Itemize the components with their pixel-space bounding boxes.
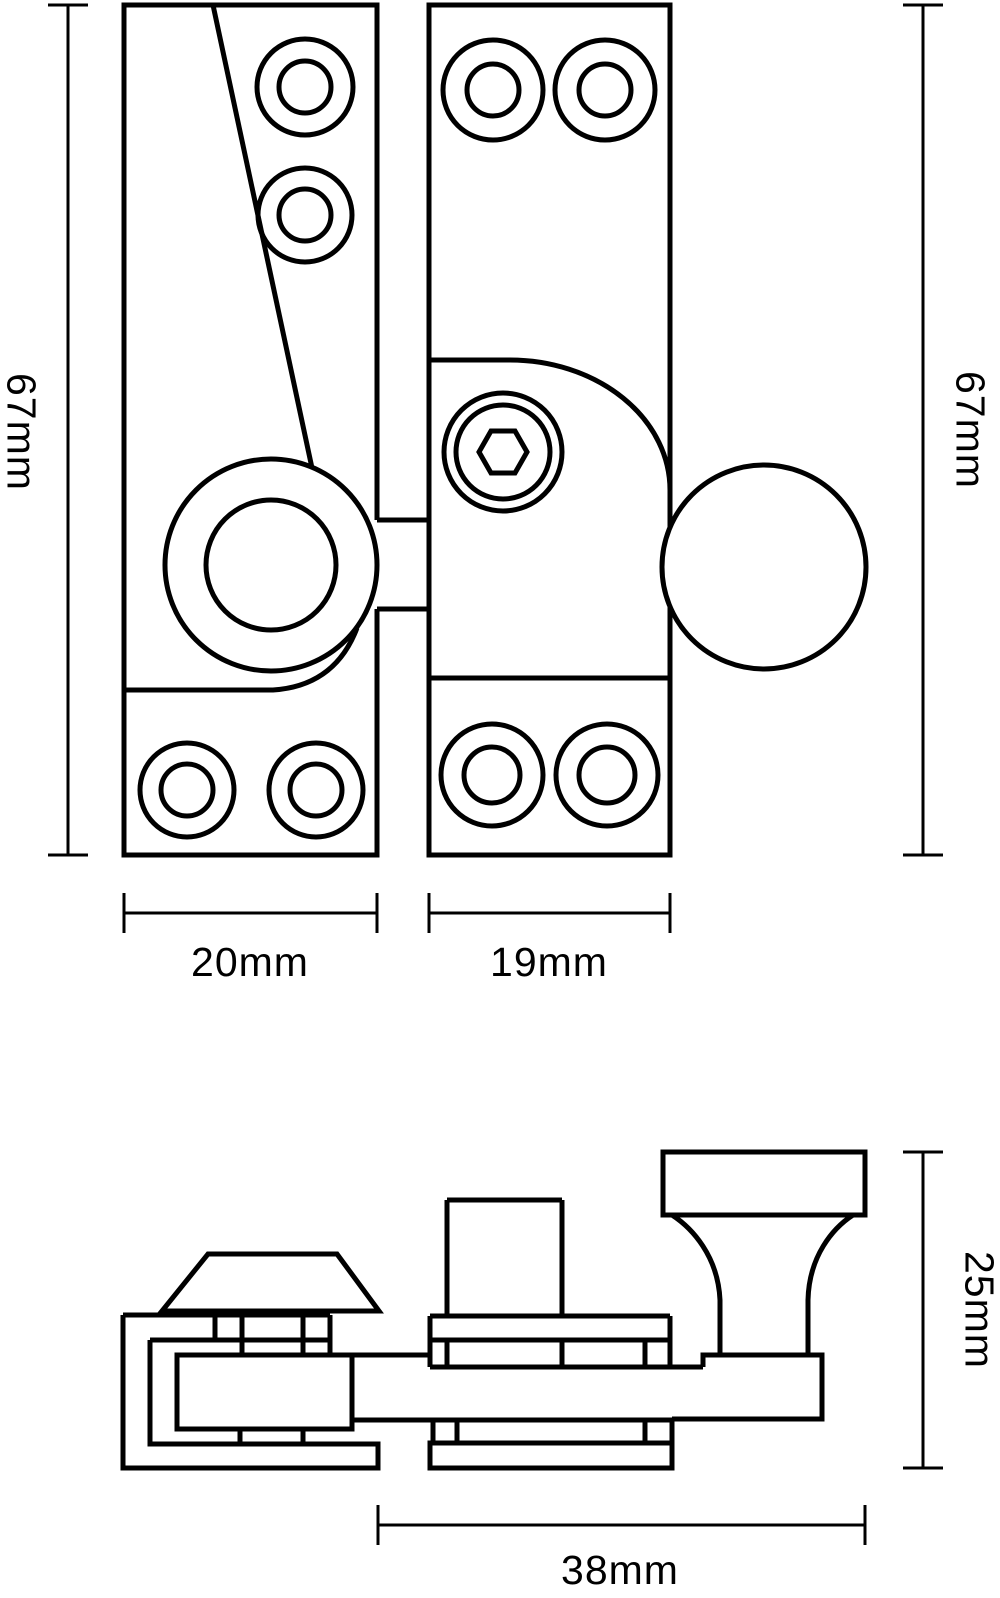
dim-label-latch-width: 19mm xyxy=(490,938,608,985)
latch-post-section xyxy=(444,1197,565,1316)
knob-stem-right-edge xyxy=(805,1212,855,1355)
dim-label-side-height: 25mm xyxy=(956,1251,1000,1369)
latch-screw-hole-top-right-outer xyxy=(552,37,658,143)
dim-side-length-line xyxy=(376,1505,867,1545)
latch-underside-washer-lines xyxy=(430,1420,675,1443)
keep-screw-hole-upper-inner xyxy=(276,186,334,244)
latch-arm-bar xyxy=(352,1352,703,1423)
keep-plate-layer-lines xyxy=(150,1315,333,1355)
hex-screw-outer-circle xyxy=(441,390,565,514)
dim-label-latch-height: 67mm xyxy=(947,371,994,489)
keep-screw-hole-bottom-left-inner xyxy=(158,761,216,819)
dim-keep-height-line xyxy=(48,3,88,857)
latch-screw-hole-top-left-inner xyxy=(464,61,522,119)
side-view-dimension-lines xyxy=(376,1150,943,1545)
keep-screw-hole-bottom-right-inner xyxy=(287,761,345,819)
latch-plate-body-corner-arc xyxy=(429,357,673,491)
pivot-lower-collar xyxy=(237,1429,306,1444)
countersunk-screw-head xyxy=(156,1251,384,1314)
keep-bracket-outline xyxy=(120,1315,381,1471)
latch-plate-layers xyxy=(427,1313,673,1367)
latch-screw-hole-top-right-inner xyxy=(576,61,634,119)
side-elevation-view xyxy=(120,1149,868,1471)
keep-plate-arm-profile xyxy=(124,627,360,693)
keep-screw-hole-upper-outer xyxy=(255,165,355,265)
dim-latch-width-line xyxy=(427,893,672,933)
dim-side-height-line xyxy=(903,1150,943,1470)
latch-plate-outline xyxy=(426,2,673,858)
knob-circle xyxy=(659,462,869,672)
keep-bottom-plate-section xyxy=(427,1440,675,1471)
dim-label-keep-height: 67mm xyxy=(0,373,45,491)
latch-tongue-lines xyxy=(377,517,429,612)
knob-stem-left-edge xyxy=(670,1212,723,1355)
hex-socket-icon xyxy=(476,428,530,476)
keep-screw-hole-top-inner xyxy=(276,58,334,116)
keep-plate-outline xyxy=(121,2,380,858)
pivot-roller-section xyxy=(174,1352,355,1432)
screw-neck-lines xyxy=(239,1311,306,1355)
top-view-keep-plate xyxy=(121,2,429,858)
keep-screw-hole-top-outer xyxy=(254,36,356,138)
latch-screw-hole-top-left-outer xyxy=(440,37,546,143)
dim-label-side-length: 38mm xyxy=(561,1546,679,1593)
pivot-cam-inner-circle xyxy=(203,497,339,633)
hex-screw-head-circle xyxy=(453,402,553,502)
knob-base-block xyxy=(672,1352,825,1422)
latch-screw-hole-bottom-left-outer xyxy=(438,721,546,829)
knob-cap-section xyxy=(660,1149,868,1218)
dim-keep-width-line xyxy=(122,893,379,933)
latch-screw-hole-bottom-left-inner xyxy=(461,744,523,806)
latch-screw-hole-bottom-right-inner xyxy=(576,744,638,806)
keep-screw-hole-bottom-left-outer xyxy=(137,740,237,840)
dim-latch-height-line xyxy=(903,3,943,857)
top-view-dimension-lines xyxy=(48,3,943,933)
pivot-cam-outer-circle xyxy=(162,456,380,674)
dim-label-keep-width: 20mm xyxy=(191,938,309,985)
latch-screw-hole-bottom-right-outer xyxy=(553,721,661,829)
keep-screw-hole-bottom-right-outer xyxy=(266,740,366,840)
top-view-latch-plate xyxy=(426,2,869,858)
